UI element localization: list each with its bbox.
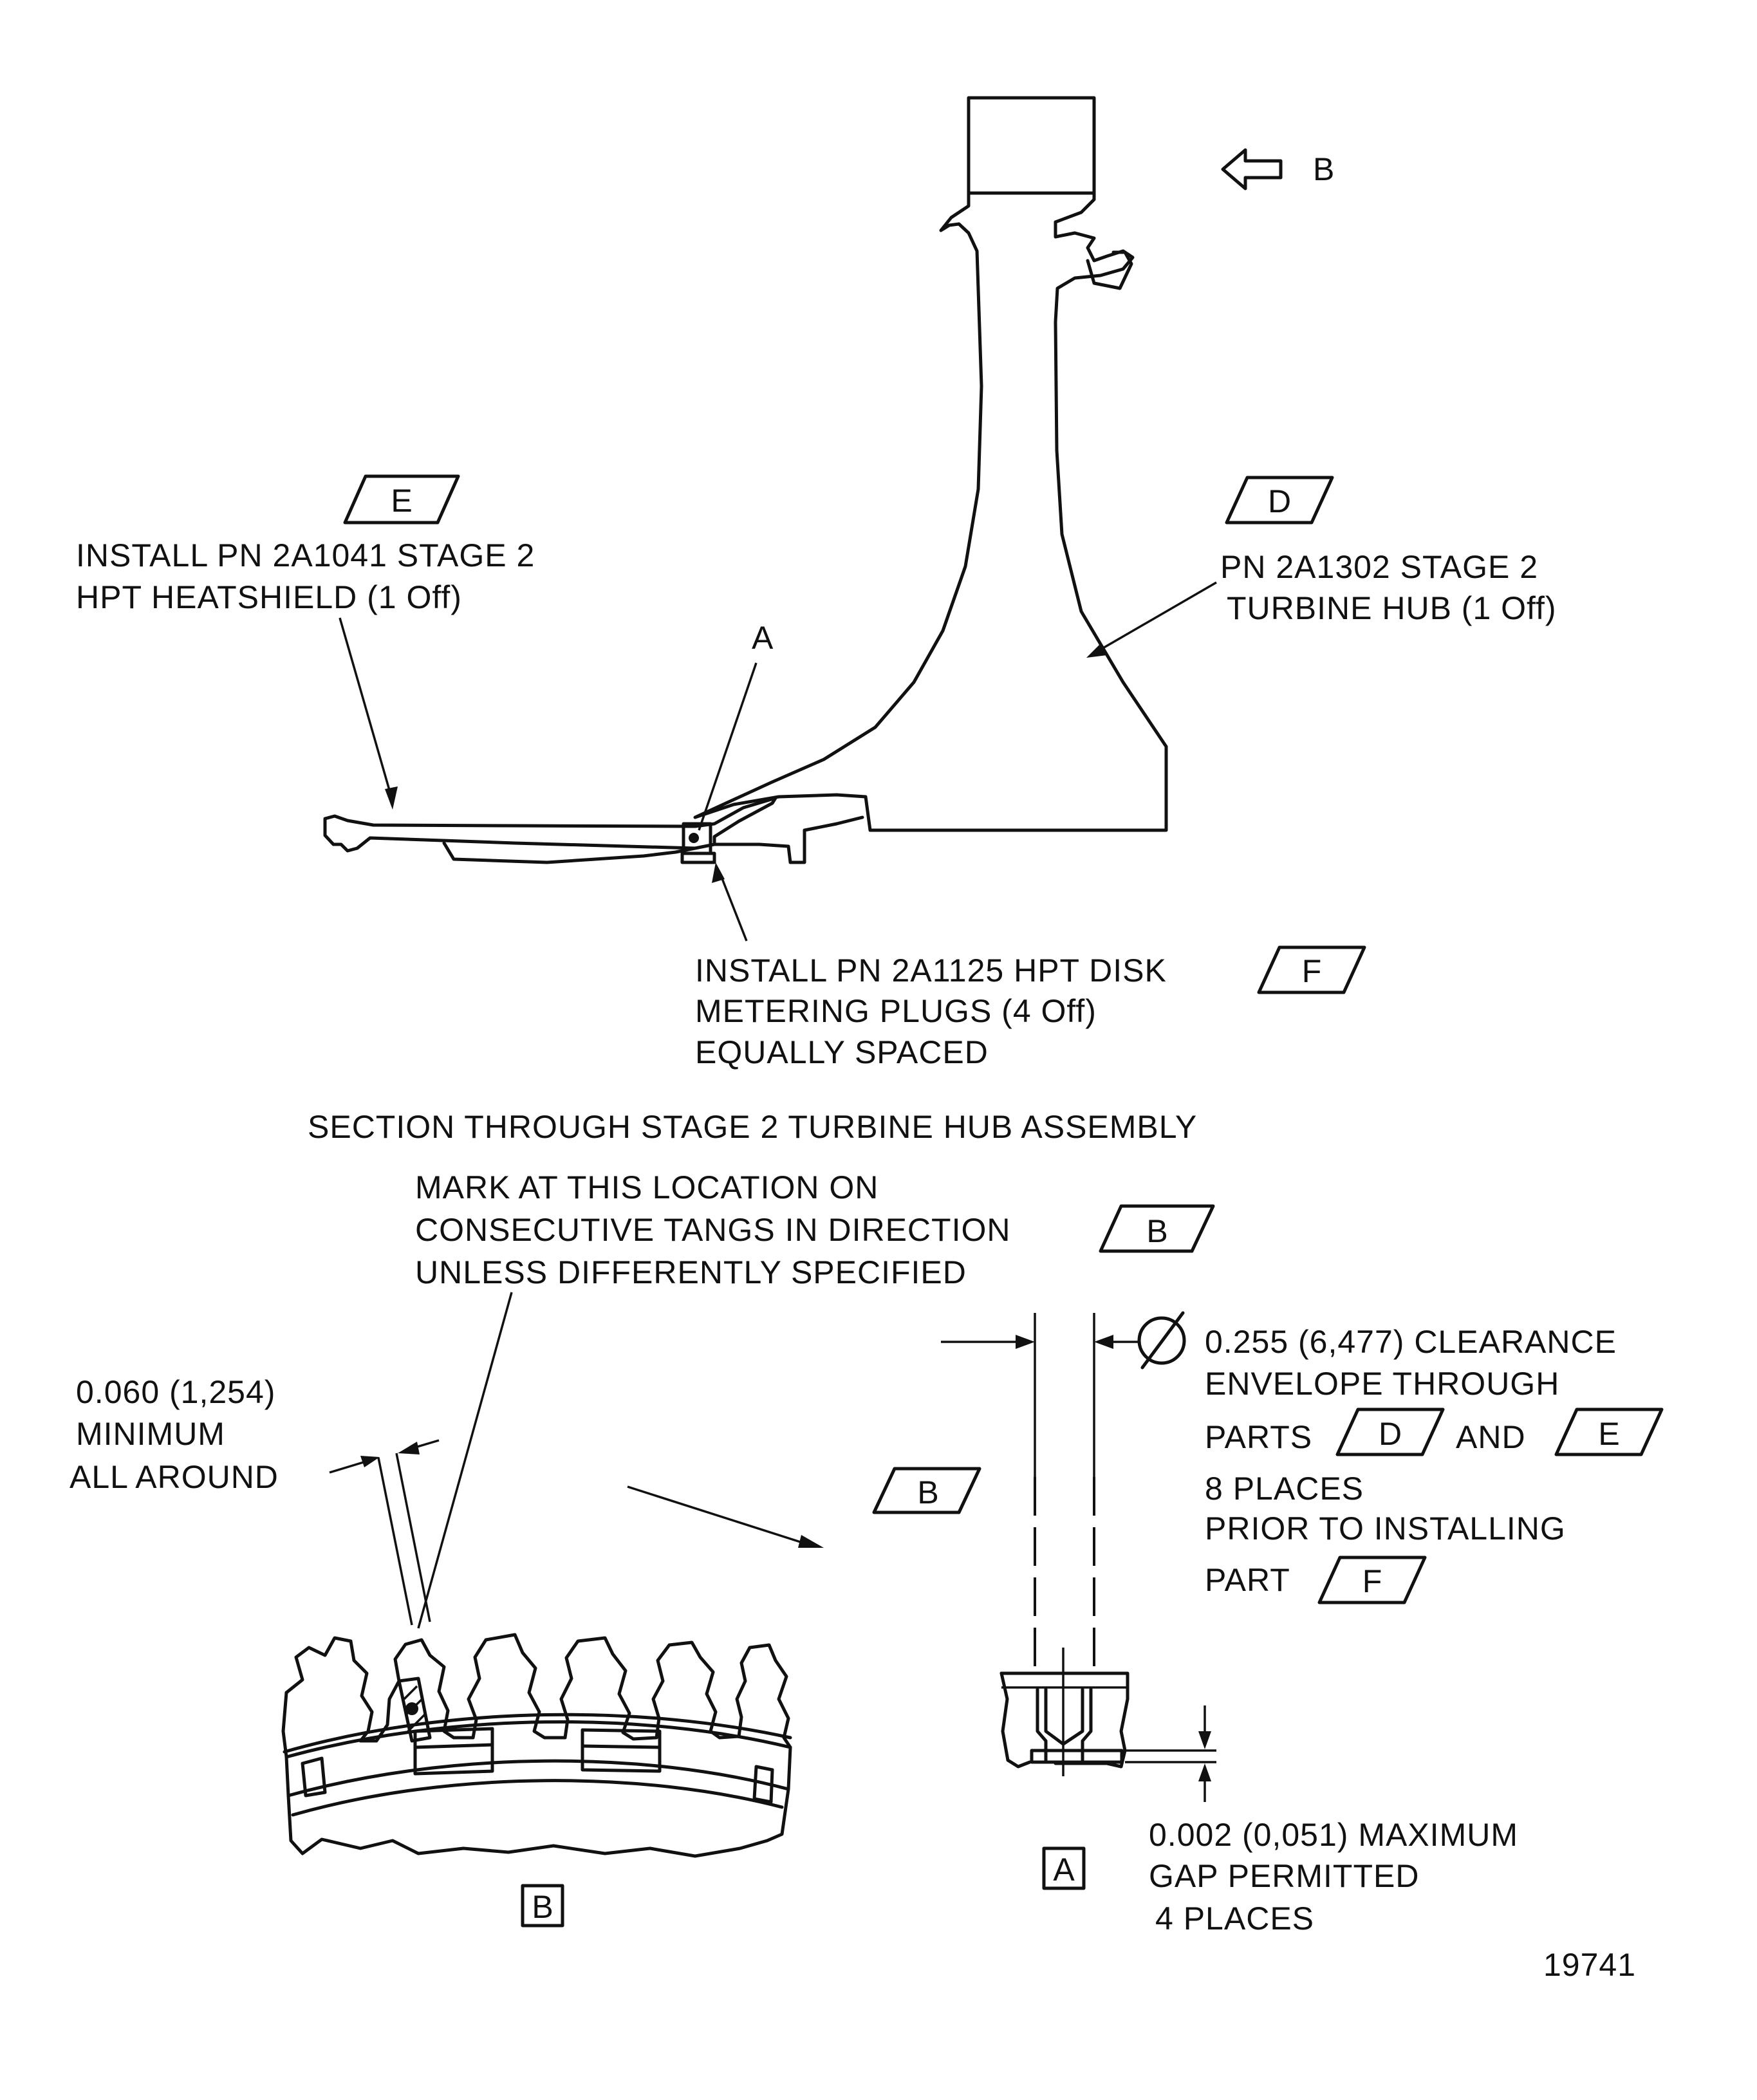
callout-plugs: INSTALL PN 2A1125 HPT DISK METERING PLUG… <box>695 862 1366 1070</box>
mark-note-line2: CONSECUTIVE TANGS IN DIRECTION <box>415 1212 1010 1248</box>
heatshield-line2: HPT HEATSHIELD (1 Off) <box>76 579 462 615</box>
gap-line3: 4 PLACES <box>1155 1900 1314 1937</box>
clearance-tag-d: D <box>1379 1416 1402 1452</box>
view-arrow-b: B <box>1221 148 1335 190</box>
plugs-line1: INSTALL PN 2A1125 HPT DISK <box>695 952 1167 989</box>
section-title: SECTION THROUGH STAGE 2 TURBINE HUB ASSE… <box>308 1109 1197 1145</box>
view-b-tag: B <box>917 1474 938 1510</box>
hub-line2: TURBINE HUB (1 Off) <box>1227 590 1557 626</box>
view-b-tag-frame <box>872 1467 981 1514</box>
gap-line2: GAP PERMITTED <box>1149 1858 1419 1894</box>
view-a-label-box: A <box>1042 1846 1086 1890</box>
clearance-note: 0.255 (6,477) CLEARANCE ENVELOPE THROUGH… <box>1205 1324 1664 1604</box>
detail-a-callout: A <box>698 620 774 831</box>
view-a-detail <box>941 1311 1216 1802</box>
view-a-label: A <box>1053 1852 1075 1888</box>
tag-f-frame <box>1257 945 1366 994</box>
tag-d-frame <box>1225 476 1334 525</box>
heatshield-line1: INSTALL PN 2A1041 STAGE 2 <box>76 537 535 573</box>
mark-note-line1: MARK AT THIS LOCATION ON <box>415 1169 879 1205</box>
callout-hub: D PN 2A1302 STAGE 2 TURBINE HUB (1 Off) <box>1086 476 1557 658</box>
view-b-label-box: B <box>521 1884 564 1928</box>
clearance-tag-f: F <box>1362 1563 1382 1599</box>
tag-d: D <box>1268 483 1291 519</box>
minimum-line1: 0.060 (1,254) <box>76 1374 275 1410</box>
plugs-line2: METERING PLUGS (4 Off) <box>695 993 1097 1029</box>
tag-e: E <box>391 483 412 519</box>
clearance-and: AND <box>1456 1419 1526 1455</box>
figure-number: 19741 <box>1543 1947 1636 1983</box>
clearance-tag-e: E <box>1598 1416 1619 1452</box>
clearance-line6-prefix: PART <box>1205 1562 1290 1598</box>
minimum-note: 0.060 (1,254) MINIMUM ALL AROUND <box>70 1374 440 1626</box>
minimum-line2: MINIMUM <box>76 1416 225 1452</box>
clearance-line5: PRIOR TO INSTALLING <box>1205 1510 1566 1547</box>
view-b-pointer: B <box>627 1467 981 1548</box>
callout-heatshield: E INSTALL PN 2A1041 STAGE 2 HPT HEATSHIE… <box>76 474 535 810</box>
view-b-label: B <box>532 1889 553 1925</box>
mark-note-tag: B <box>1146 1213 1167 1249</box>
clearance-line1: 0.255 (6,477) CLEARANCE <box>1205 1324 1617 1360</box>
mark-note-line3: UNLESS DIFFERENTLY SPECIFIED <box>415 1254 967 1290</box>
plugs-line3: EQUALLY SPACED <box>695 1034 989 1070</box>
clearance-line3-prefix: PARTS <box>1205 1419 1312 1455</box>
mark-note: MARK AT THIS LOCATION ON CONSECUTIVE TAN… <box>415 1169 1215 1629</box>
view-b-disk-segment <box>281 1633 792 1858</box>
tag-b-frame <box>1099 1204 1215 1253</box>
tag-e-frame <box>343 474 460 525</box>
gap-note: 0.002 (0,051) MAXIMUM GAP PERMITTED 4 PL… <box>1149 1817 1518 1937</box>
clearance-line4: 8 PLACES <box>1205 1471 1364 1507</box>
minimum-line3: ALL AROUND <box>70 1459 279 1495</box>
turbine-hub-section <box>323 96 1168 864</box>
gap-line1: 0.002 (0,051) MAXIMUM <box>1149 1817 1518 1853</box>
hub-line1: PN 2A1302 STAGE 2 <box>1220 549 1538 585</box>
clearance-line2: ENVELOPE THROUGH <box>1205 1366 1559 1402</box>
tag-f: F <box>1302 953 1322 989</box>
view-arrow-b-label: B <box>1313 151 1335 187</box>
detail-a-marker: A <box>752 620 774 656</box>
